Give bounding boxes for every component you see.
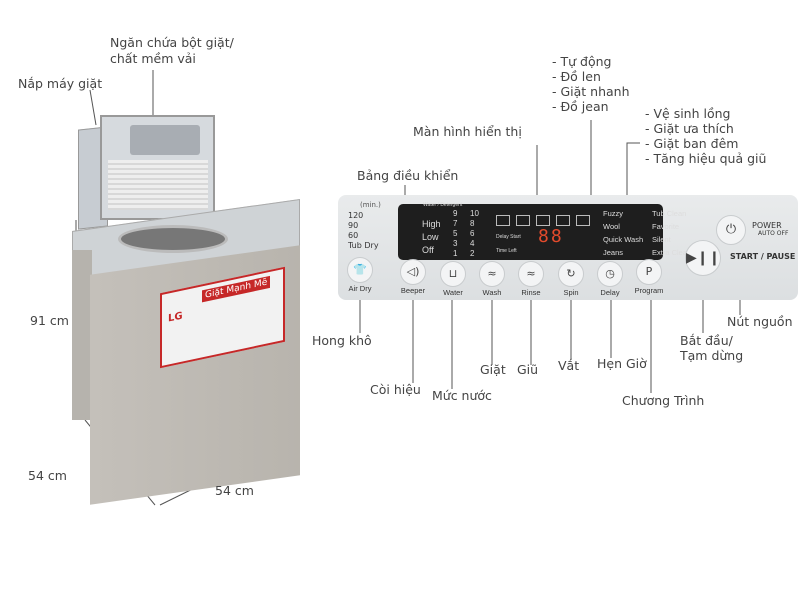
dry-header: (min.): [360, 201, 381, 209]
delay-label: Delay: [600, 288, 620, 297]
wash-button[interactable]: ≈: [479, 261, 505, 287]
power-text: POWER: [752, 221, 782, 230]
power-button[interactable]: ⏻: [716, 215, 746, 245]
label-display: Màn hình hiển thị: [413, 124, 522, 139]
rinse-button[interactable]: ≈: [518, 261, 544, 287]
program-button[interactable]: P: [636, 259, 662, 285]
label-air-dry: Hong khô: [312, 333, 372, 348]
drum-opening: [118, 225, 228, 253]
delay-button[interactable]: ◷: [597, 261, 623, 287]
label-programs-2: - Vệ sinh lồng- Giặt ưa thích- Giặt ban …: [645, 106, 767, 166]
label-delay: Hẹn Giờ: [597, 356, 647, 371]
label-rinse: Giũ: [517, 362, 539, 377]
time-left: Time Left: [496, 248, 517, 254]
cabinet-side: [72, 250, 92, 420]
delay-start: Delay Start: [496, 234, 521, 240]
label-water: Mức nước: [432, 388, 492, 403]
label-control-panel: Bảng điều khiển: [357, 168, 459, 183]
spin-label: Spin: [563, 288, 579, 297]
brand-logo: LG: [168, 310, 183, 325]
label-programs-1: - Tự động- Đồ len- Giặt nhanh- Đồ jean: [552, 54, 630, 114]
label-width: 54 cm: [215, 483, 254, 498]
wash-label: Wash: [482, 288, 502, 297]
label-height: 91 cm: [30, 313, 69, 328]
label-start-pause: Bắt đầu/Tạm dừng: [680, 333, 744, 363]
label-lid: Nắp máy giặt: [18, 76, 103, 91]
label-detergent-2: chất mềm vải: [110, 51, 196, 66]
air-dry-button[interactable]: 👕: [347, 257, 373, 283]
water-label: Water: [443, 288, 463, 297]
label-depth: 54 cm: [28, 468, 67, 483]
start-pause-button[interactable]: ▶❙❙: [685, 240, 721, 276]
label-power: Nút nguồn: [727, 314, 793, 329]
spin-button[interactable]: ↻: [558, 261, 584, 287]
beeper-button[interactable]: ◁): [400, 259, 426, 285]
air-dry-label: Air Dry: [348, 284, 372, 293]
beeper-label: Beeper: [400, 286, 426, 295]
water-button[interactable]: ⊔: [440, 261, 466, 287]
detergent-drawer: [130, 125, 200, 155]
label-spin: Vắt: [558, 358, 580, 373]
label-program: Chương Trình: [622, 393, 705, 408]
water-header: Water / Detergent: [423, 202, 463, 208]
label-detergent: Ngăn chứa bột giặt/: [110, 35, 234, 50]
program-label: Program: [634, 286, 664, 295]
auto-off-text: AUTO OFF: [758, 230, 789, 237]
label-beeper: Còi hiệu: [370, 382, 421, 397]
start-pause-text: START / PAUSE: [730, 252, 796, 261]
digit-display: 88: [538, 226, 564, 247]
label-wash: Giặt: [480, 362, 506, 377]
rinse-label: Rinse: [521, 288, 541, 297]
lid-window: [108, 160, 208, 210]
